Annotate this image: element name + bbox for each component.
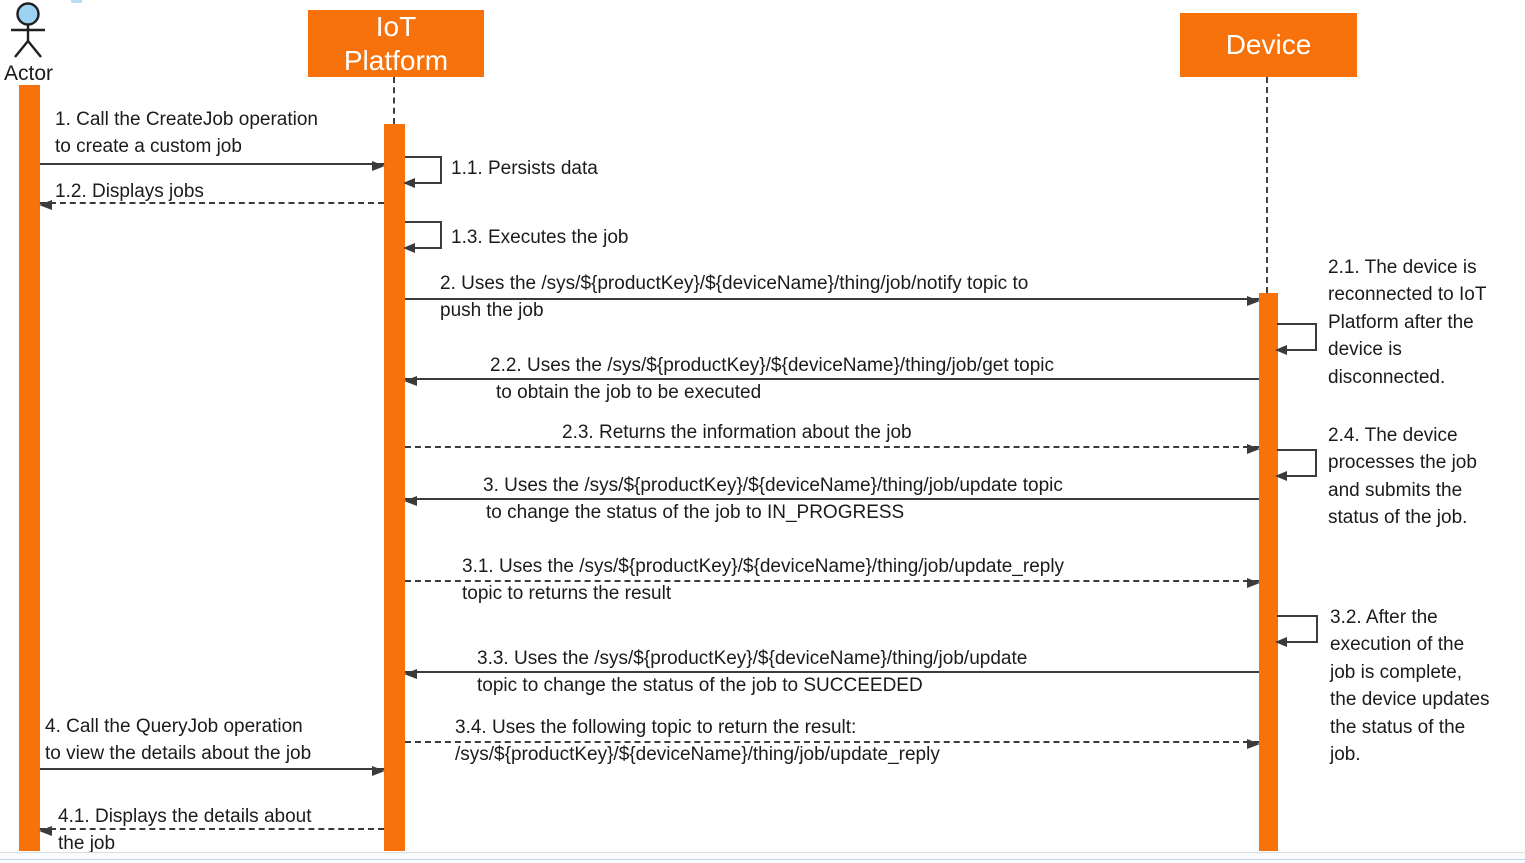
- message-4-label: 4. Call the QueryJob operation to view t…: [45, 716, 312, 764]
- participant-iot-platform: IoT Platform: [308, 10, 484, 77]
- message-2-2-arrow: [404, 376, 1259, 386]
- message-3-arrow: [404, 496, 1259, 506]
- participant-device: Device: [1180, 13, 1357, 77]
- message-3-1-arrow: [405, 578, 1260, 588]
- message-3-3-label: 3.3. Uses the /sys/${productKey}/${devic…: [477, 648, 1028, 696]
- arrowhead-icon: [404, 496, 417, 506]
- top-edge-artifact: [71, 0, 82, 3]
- arrowhead-icon: [1275, 471, 1287, 481]
- message-3-label: 3. Uses the /sys/${productKey}/${deviceN…: [483, 475, 1063, 523]
- device-label: Device: [1225, 29, 1312, 60]
- message-2-1-label: 2.1. The device is reconnected to IoT Pl…: [1328, 257, 1487, 388]
- arrowhead-icon: [1247, 578, 1260, 588]
- arrowhead-icon: [1275, 637, 1287, 647]
- message-2-4-label: 2.4. The device processes the job and su…: [1328, 425, 1477, 529]
- arrowhead-icon: [372, 161, 385, 171]
- page-bottom-strip: [0, 852, 1525, 863]
- message-3-1-label: 3.1. Uses the /sys/${productKey}/${devic…: [462, 556, 1065, 604]
- arrowhead-icon: [1275, 345, 1287, 355]
- arrowhead-icon: [403, 243, 415, 253]
- message-4-1-arrow: [39, 826, 384, 836]
- message-2-2-label: 2.2. Uses the /sys/${productKey}/${devic…: [490, 355, 1055, 403]
- device-lifeline: [1266, 77, 1268, 293]
- arrowhead-icon: [403, 178, 415, 188]
- self-message-2-4-loop: [1275, 449, 1317, 481]
- arrowhead-icon: [1247, 296, 1260, 306]
- message-4-1-label: 4.1. Displays the details about the job: [58, 806, 312, 854]
- message-1-1-label: 1.1. Persists data: [451, 158, 598, 179]
- arrowhead-icon: [372, 766, 385, 776]
- message-1-label: 1. Call the CreateJob operation to creat…: [55, 109, 318, 157]
- message-1-3-label: 1.3. Executes the job: [451, 227, 629, 248]
- self-message-1-3-loop: [403, 221, 442, 253]
- actor-activation-bar: [19, 85, 40, 851]
- page-bottom-strip-line: [0, 859, 1525, 860]
- message-1-2-label: 1.2. Displays jobs: [55, 181, 204, 202]
- self-message-3-2-loop: [1275, 615, 1318, 647]
- iot-platform-label-line1: IoT: [375, 10, 417, 42]
- device-activation-bar: [1259, 293, 1278, 851]
- message-2-label: 2. Uses the /sys/${productKey}/${deviceN…: [440, 273, 1029, 321]
- message-4-arrow: [40, 766, 385, 776]
- actor-label: Actor: [4, 62, 54, 85]
- arrowhead-icon: [1247, 739, 1260, 749]
- arrowhead-icon: [39, 826, 52, 836]
- message-1-2-arrow: [39, 200, 384, 210]
- arrowhead-icon: [404, 669, 417, 679]
- message-1-arrow: [40, 161, 385, 171]
- message-3-4-arrow: [405, 739, 1260, 749]
- arrowhead-icon: [1247, 444, 1260, 454]
- message-2-3-label: 2.3. Returns the information about the j…: [562, 422, 912, 443]
- iot-activation-bar: [384, 124, 405, 851]
- message-3-4-label: 3.4. Uses the following topic to return …: [455, 717, 940, 765]
- self-message-2-1-loop: [1275, 323, 1317, 355]
- message-3-2-label: 3.2. After the execution of the job is c…: [1330, 607, 1490, 766]
- self-message-1-1-loop: [403, 156, 442, 188]
- actor-icon: [5, 2, 51, 60]
- message-3-3-arrow: [404, 669, 1259, 679]
- iot-platform-label-line2: Platform: [343, 44, 449, 76]
- message-2-arrow: [405, 296, 1260, 306]
- arrowhead-icon: [404, 376, 417, 386]
- message-2-3-arrow: [405, 444, 1260, 454]
- iot-lifeline: [393, 77, 395, 124]
- arrowhead-icon: [39, 200, 52, 210]
